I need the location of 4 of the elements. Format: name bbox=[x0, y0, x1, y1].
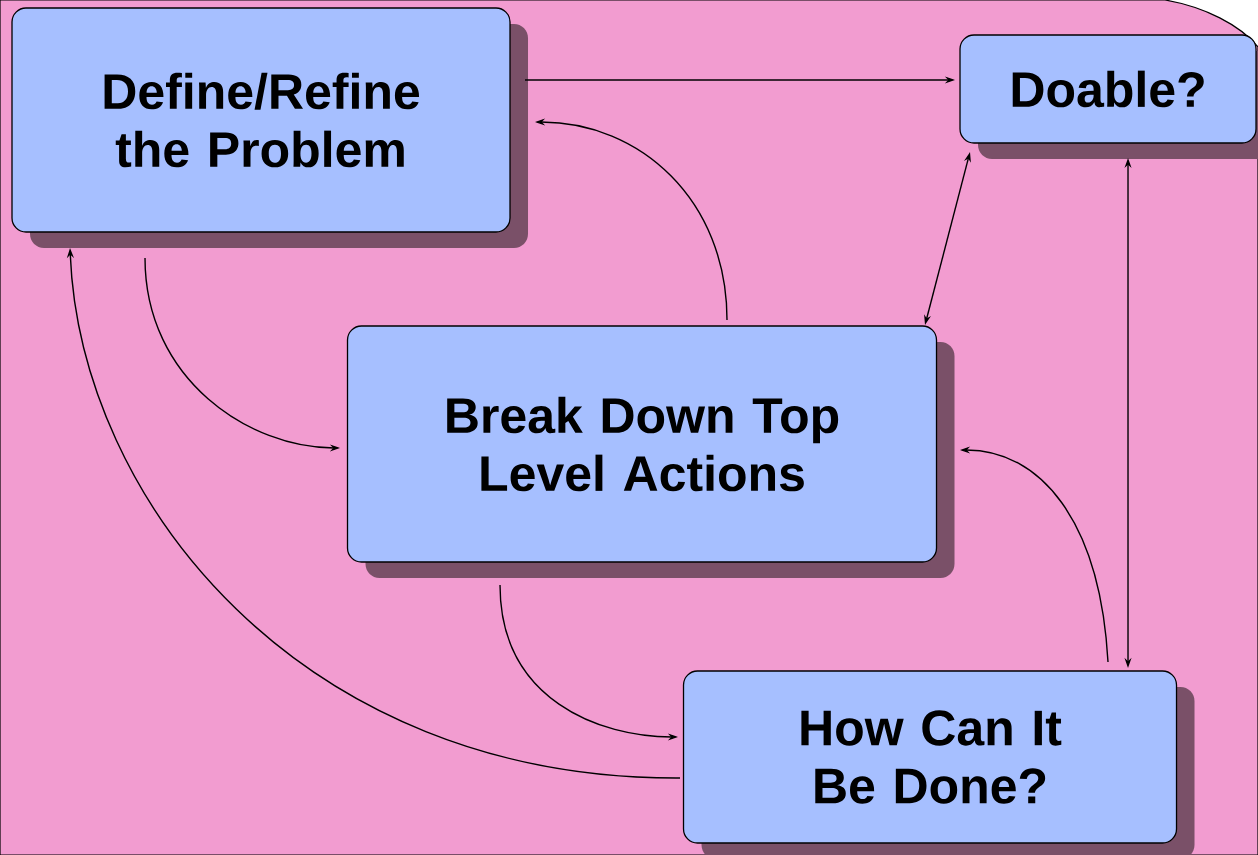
process-box: Doable? bbox=[959, 34, 1258, 159]
process-box: Define/Refine the Problem bbox=[11, 7, 528, 248]
process-box: Break Down Top Level Actions bbox=[346, 325, 955, 578]
process-box: How Can It Be Done? bbox=[682, 670, 1195, 855]
